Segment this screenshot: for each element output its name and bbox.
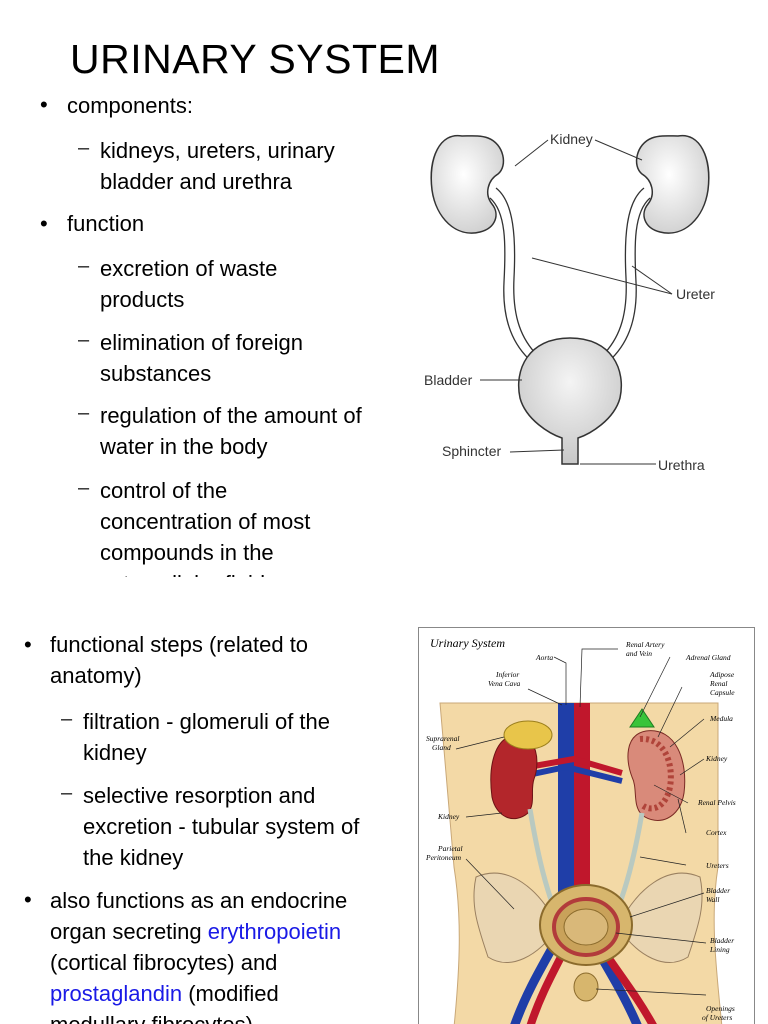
label-bladder-lining-2: Lining	[709, 945, 730, 954]
bullet-functional-steps-2: anatomy)	[50, 663, 142, 688]
sub-function-4c: compounds in the	[100, 540, 274, 565]
bullet-endocrine-2: organ secreting erythropoietin	[50, 919, 342, 944]
label-renal-artery-2: and Vein	[626, 649, 652, 658]
right-kidney	[635, 134, 710, 234]
slide-urinary-system: URINARY SYSTEM • components: – kidneys, …	[40, 36, 715, 577]
sub-filtration-1: filtration - glomeruli of the	[83, 709, 330, 734]
dash-marker: –	[78, 477, 90, 499]
bladder	[518, 337, 622, 465]
bullet-endocrine-3: (cortical fibrocytes) and	[50, 950, 278, 975]
prostaglandin-link[interactable]: prostaglandin	[50, 981, 183, 1006]
bullet-dot: •	[24, 632, 32, 657]
bullet-endocrine-5: medullary fibrocytes)	[50, 1009, 253, 1024]
label-bladder-lining-1: Bladder	[710, 936, 734, 945]
label-kidney-left: Kidney	[437, 812, 460, 821]
label-kidney-right: Kidney	[705, 754, 728, 763]
sub-resorption-1: selective resorption and	[83, 783, 316, 808]
bullet-dot: •	[40, 92, 48, 117]
figure-kidney-right	[490, 734, 538, 819]
dash-marker: –	[61, 782, 73, 804]
bullet-components: components:	[67, 93, 193, 118]
label-medula: Medula	[709, 714, 733, 723]
slide-functional-steps: • functional steps (related to anatomy) …	[0, 600, 768, 1024]
sub-function-2b: substances	[100, 361, 212, 386]
bullet-dot: •	[40, 211, 48, 236]
dash-marker: –	[61, 708, 73, 730]
sub-function-1b: products	[100, 287, 185, 312]
bullet-function: function	[67, 211, 145, 236]
bullet-endocrine-1: also functions as an endocrine	[50, 888, 348, 913]
sub-function-3a: regulation of the amount of	[100, 403, 362, 428]
label-urethra: Urethra	[658, 457, 705, 473]
label-suprarenal-2: Gland	[432, 743, 451, 752]
label-bladder-wall-2: Wall	[706, 895, 719, 904]
label-adipose-2: Renal	[709, 679, 728, 688]
label-inferior-vc-2: Vena Cava	[488, 679, 521, 688]
label-bladder: Bladder	[424, 372, 473, 388]
label-ureters: Ureters	[706, 861, 729, 870]
figure-title: Urinary System	[430, 636, 505, 650]
dash-marker: –	[78, 137, 90, 159]
bullet-endocrine-4: prostaglandin (modified	[50, 981, 279, 1006]
left-ureter	[495, 187, 539, 357]
label-parietal-1: Parietal	[437, 844, 463, 853]
label-openings-2: of Ureters	[702, 1013, 732, 1022]
left-kidney	[430, 134, 505, 234]
label-ureter: Ureter	[676, 286, 715, 302]
label-inferior-vc-1: Inferior	[495, 670, 519, 679]
dash-marker: –	[78, 402, 90, 424]
sub-function-4a: control of the	[100, 478, 228, 503]
right-ureter	[601, 187, 645, 357]
sub-function-2a: elimination of foreign	[100, 330, 304, 355]
sub-function-4b: concentration of most	[100, 509, 311, 534]
sub-components-line1: kidneys, ureters, urinary	[100, 138, 335, 163]
sub-components-line2: bladder and urethra	[100, 169, 293, 194]
label-bladder-wall-1: Bladder	[706, 886, 730, 895]
label-suprarenal-1: Suprarenal	[426, 734, 459, 743]
urinary-diagram: Kidney Ureter Bladder Sphincter Urethra	[424, 131, 715, 473]
sub-resorption-2: excretion - tubular system of	[83, 814, 360, 839]
sub-filtration-2: kidney	[83, 740, 147, 765]
bullet-functional-steps-1: functional steps (related to	[50, 632, 309, 657]
sub-function-4d: extracellular fluid	[100, 568, 265, 577]
label-kidney: Kidney	[550, 131, 593, 147]
sub-resorption-3: the kidney	[83, 845, 184, 870]
erythropoietin-link[interactable]: erythropoietin	[207, 919, 342, 944]
label-adipose-3: Capsule	[710, 688, 735, 697]
slide-title: URINARY SYSTEM	[70, 36, 441, 82]
label-parietal-2: Peritoneum	[425, 853, 462, 862]
label-sphincter: Sphincter	[442, 443, 501, 459]
label-renal-pelvis: Renal Pelvis	[697, 798, 736, 807]
label-cortex: Cortex	[706, 828, 727, 837]
dash-marker: –	[78, 255, 90, 277]
label-openings-1: Openings	[706, 1004, 735, 1013]
label-adrenal-gland: Adrenal Gland	[685, 653, 731, 662]
dash-marker: –	[78, 329, 90, 351]
urinary-system-figure: Urinary System Renal Artery and Vein Aor…	[418, 627, 755, 1024]
label-renal-artery-1: Renal Artery	[625, 640, 665, 649]
label-aorta: Aorta	[535, 653, 553, 662]
sub-function-1a: excretion of waste	[100, 256, 278, 281]
bullet-dot: •	[24, 887, 32, 912]
label-adipose-1: Adipose	[709, 670, 735, 679]
sub-function-3b: water in the body	[100, 434, 268, 459]
